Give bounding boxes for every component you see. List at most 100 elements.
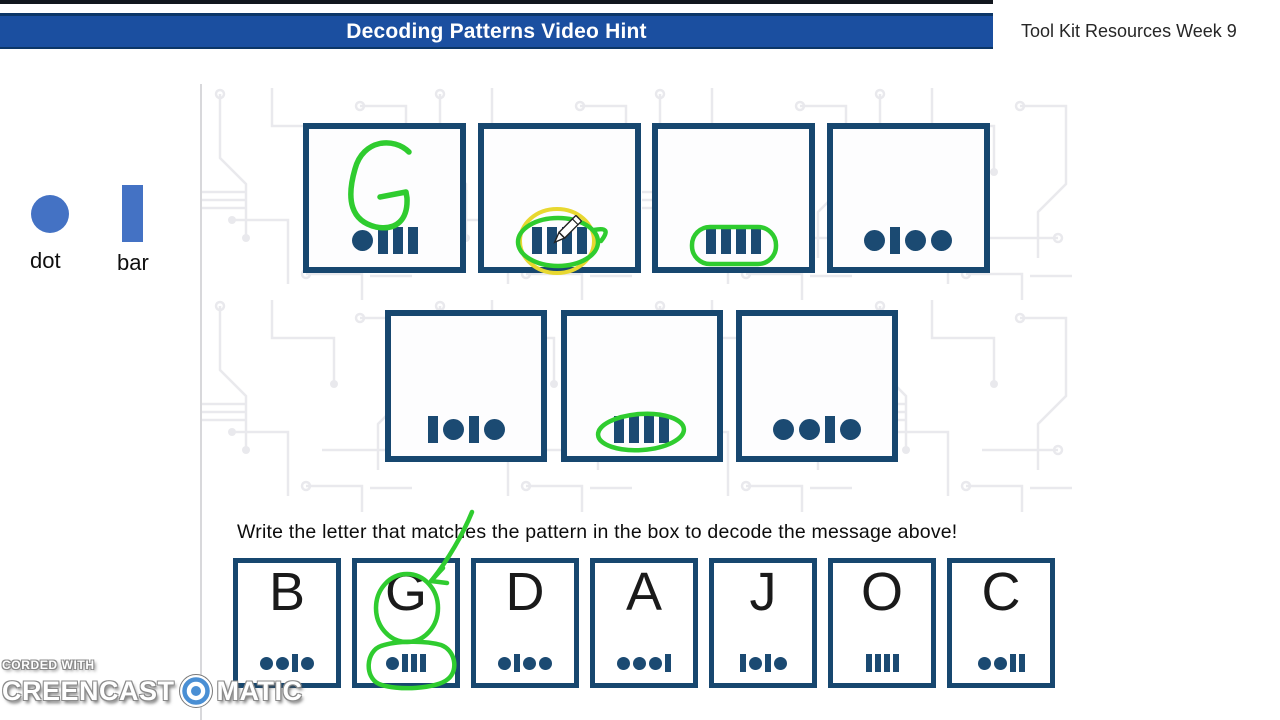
pattern-dot: [649, 656, 662, 670]
pattern-bar: [892, 654, 899, 672]
pattern-bar: [407, 227, 418, 254]
pattern-code: [498, 654, 552, 672]
pattern-bar: [659, 416, 669, 443]
pattern-dot: [523, 656, 536, 670]
pattern-bar: [1009, 654, 1016, 672]
answer-box-a: A: [590, 558, 698, 688]
pattern-bar: [736, 227, 747, 254]
pattern-bar: [402, 654, 408, 672]
answer-box-g: G: [352, 558, 460, 688]
answer-box-c: C: [947, 558, 1055, 688]
pattern-dot: [301, 656, 314, 670]
pattern-bar: [292, 654, 298, 672]
pattern-dot: [799, 419, 820, 440]
pattern-dot: [931, 230, 953, 251]
answer-key-row: B G D A J O C: [233, 558, 1055, 688]
pattern-code: [977, 654, 1025, 672]
pattern-bar: [377, 227, 388, 254]
pattern-bar: [629, 416, 639, 443]
header-right-text: Tool Kit Resources Week 9: [1021, 21, 1237, 41]
pattern-code: [658, 227, 809, 254]
dot-legend-label: dot: [30, 248, 61, 273]
answer-letter: J: [749, 562, 777, 622]
answer-letter: O: [860, 562, 903, 622]
pattern-bar: [883, 654, 890, 672]
pattern-code: [567, 416, 717, 443]
answer-letter: C: [981, 562, 1021, 622]
puzzle-box-5[interactable]: [385, 310, 547, 462]
puzzle-box-4[interactable]: [826, 123, 990, 273]
pattern-bar: [739, 654, 746, 672]
pattern-dot: [539, 656, 552, 670]
pattern-bar: [427, 416, 438, 443]
pattern-dot: [498, 656, 511, 670]
answer-letter: A: [625, 562, 663, 622]
pattern-code: [865, 654, 899, 672]
pattern-bar: [392, 227, 403, 254]
pattern-bar: [874, 654, 881, 672]
pattern-bar: [576, 227, 587, 254]
recording-watermark: CORDED WITH CREENCAST MATIC: [2, 658, 303, 709]
pattern-code: [617, 654, 671, 672]
bar-legend-swatch: [122, 185, 143, 242]
pattern-code: [386, 654, 426, 672]
answer-box-d: D: [471, 558, 579, 688]
pattern-bar: [890, 227, 901, 254]
top-divider-bar: [0, 0, 993, 4]
pattern-dot: [993, 656, 1007, 670]
pattern-code: [833, 227, 984, 254]
pattern-bar: [706, 227, 717, 254]
pattern-bar: [531, 227, 542, 254]
pattern-dot: [748, 656, 762, 670]
watermark-brand-left: CREENCAST: [2, 675, 175, 706]
pattern-dot: [633, 656, 646, 670]
pattern-bar: [825, 416, 835, 443]
pattern-dot: [442, 419, 464, 440]
pattern-bar: [420, 654, 426, 672]
puzzle-row-2: [385, 310, 898, 462]
pattern-code: [391, 416, 541, 443]
puzzle-box-3[interactable]: [652, 123, 816, 273]
pattern-bar: [644, 416, 654, 443]
screencast-o-matic-logo-icon: [178, 674, 213, 708]
pattern-dot: [483, 419, 505, 440]
pattern-code: [484, 227, 635, 254]
pattern-code: [260, 654, 314, 672]
pattern-dot: [773, 419, 794, 440]
puzzle-box-6[interactable]: [560, 310, 723, 462]
pattern-bar: [1018, 654, 1025, 672]
pattern-code: [309, 227, 460, 254]
answer-box-j: J: [709, 558, 817, 688]
pattern-dot: [864, 230, 886, 251]
pattern-dot: [276, 656, 289, 670]
pattern-dot: [351, 230, 373, 251]
puzzle-box-2[interactable]: [477, 123, 641, 273]
page-edge-line: [200, 84, 202, 720]
pattern-bar: [764, 654, 771, 672]
pattern-dot: [386, 656, 399, 670]
pattern-dot: [977, 656, 991, 670]
pattern-bar: [614, 416, 624, 443]
dot-legend-swatch: [31, 195, 69, 233]
puzzle-row-1: [303, 123, 990, 273]
pattern-dot: [617, 656, 630, 670]
pattern-code: [739, 654, 787, 672]
watermark-brand-right: MATIC: [216, 675, 303, 706]
pattern-bar: [865, 654, 872, 672]
answer-box-b: B: [233, 558, 341, 688]
puzzle-box-1[interactable]: [303, 123, 466, 273]
pattern-bar: [665, 654, 671, 672]
answer-box-o: O: [828, 558, 936, 688]
pattern-bar: [751, 227, 762, 254]
answer-letter: D: [505, 562, 545, 622]
pattern-bar: [514, 654, 520, 672]
pattern-code: [742, 416, 892, 443]
puzzle-box-7[interactable]: [736, 310, 898, 462]
title-banner: Decoding Patterns Video Hint: [0, 13, 993, 49]
answer-letter: B: [268, 562, 306, 622]
pattern-bar: [546, 227, 557, 254]
pattern-dot: [905, 230, 927, 251]
watermark-line1: CORDED WITH: [2, 658, 95, 672]
bar-legend-label: bar: [117, 250, 149, 275]
